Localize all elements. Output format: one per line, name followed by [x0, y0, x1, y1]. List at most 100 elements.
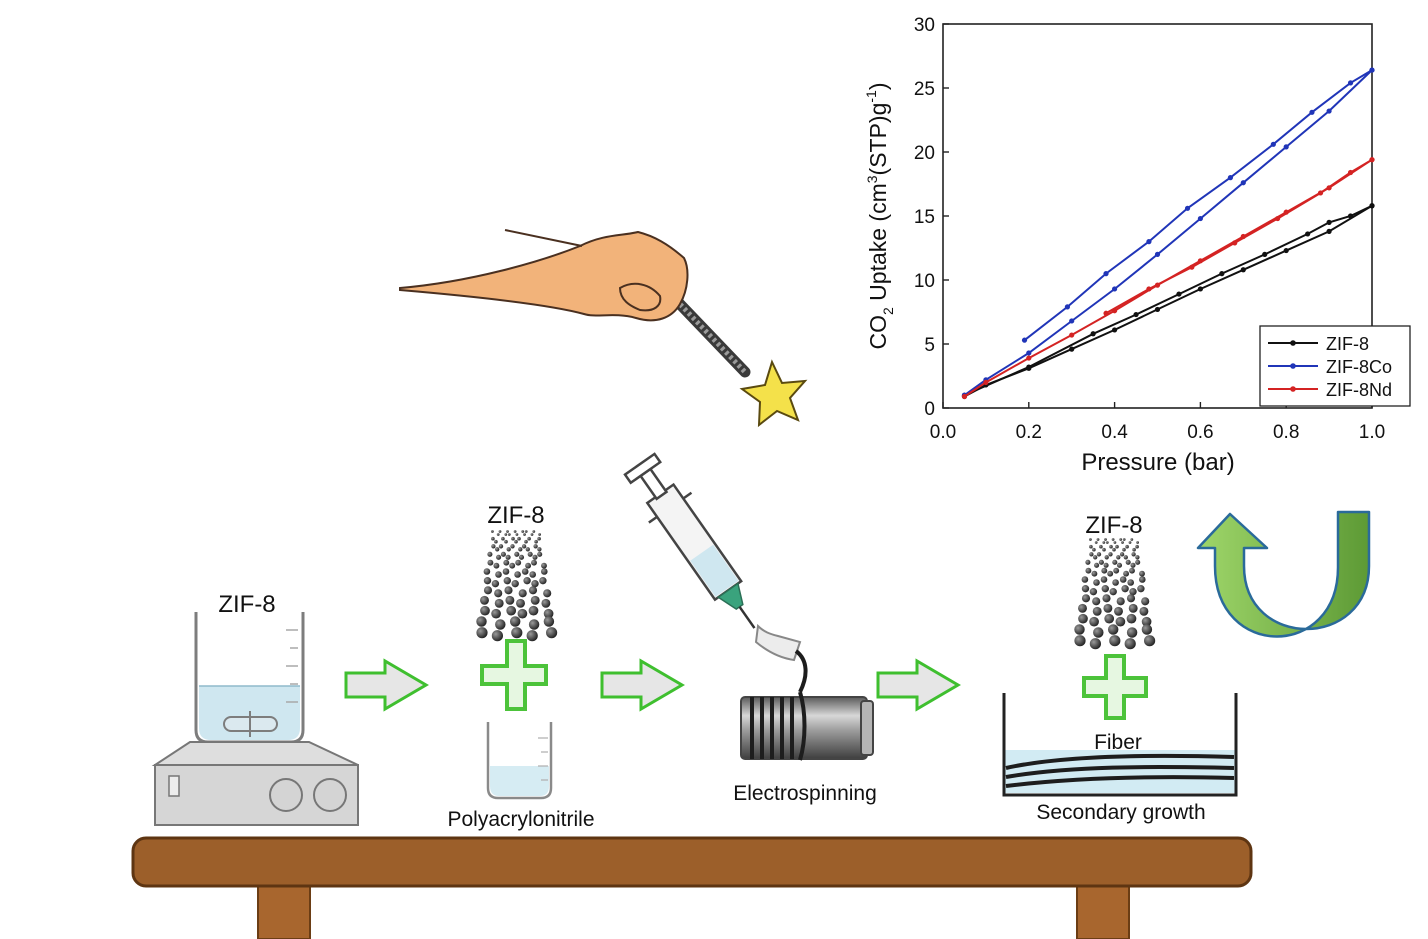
particle: [528, 605, 539, 616]
particle: [1141, 597, 1150, 606]
data-point: [1270, 141, 1276, 147]
data-point: [1026, 364, 1032, 370]
particle: [510, 544, 515, 549]
particle: [1107, 624, 1119, 635]
particle: [1119, 552, 1125, 557]
particle: [1089, 552, 1094, 557]
particle: [1092, 597, 1101, 606]
particle: [476, 627, 488, 639]
data-point: [1184, 205, 1191, 211]
particle: [1094, 562, 1100, 568]
particle: [1108, 552, 1113, 557]
particle: [1127, 579, 1135, 586]
particle-cluster-icon: [1074, 538, 1156, 650]
data-point: [1262, 251, 1268, 257]
particle: [1104, 538, 1107, 541]
particle: [1122, 538, 1126, 541]
particle: [524, 530, 528, 533]
growth-zif-label: ZIF-8: [1085, 512, 1142, 539]
particle: [1112, 547, 1116, 552]
particle: [532, 554, 538, 560]
data-point: [1090, 331, 1096, 337]
particle-cluster-icon: [476, 530, 558, 642]
x-tick-label: 0.8: [1273, 422, 1299, 443]
particle: [1115, 616, 1126, 627]
x-tick-label: 1.0: [1359, 422, 1385, 443]
particle: [1141, 624, 1153, 635]
data-point: [1240, 180, 1246, 186]
particle: [480, 605, 490, 616]
particle: [1093, 555, 1098, 560]
particle: [480, 595, 489, 605]
data-point: [1309, 109, 1315, 115]
polymer-jet: [754, 623, 802, 662]
data-point: [1197, 215, 1203, 222]
secondary-growth-label: Secondary growth: [1036, 801, 1205, 824]
particle: [514, 551, 520, 557]
data-point: [1064, 304, 1071, 310]
particle: [511, 627, 523, 639]
particle: [1102, 547, 1106, 552]
particle: [491, 544, 496, 549]
particle: [543, 608, 554, 619]
particle: [506, 530, 509, 533]
data-point: [1026, 355, 1032, 361]
data-point: [1021, 337, 1028, 343]
particle: [494, 539, 498, 544]
curved-return-arrow: [1196, 510, 1371, 638]
particle: [525, 547, 530, 552]
particle: [533, 544, 538, 549]
data-point: [1347, 169, 1354, 176]
particle: [500, 551, 506, 557]
data-point: [1219, 271, 1225, 277]
particle: [539, 577, 547, 585]
particle: [1129, 567, 1135, 574]
particle: [532, 530, 536, 533]
step-arrow-2: [600, 658, 685, 712]
y-axis-label-part: 3: [864, 175, 880, 183]
particle: [494, 589, 503, 598]
particle: [1101, 585, 1109, 593]
table-top: [131, 836, 1253, 888]
particle: [1119, 538, 1123, 541]
data-point: [1133, 311, 1139, 318]
y-tick-label: 5: [924, 335, 935, 356]
particle: [505, 554, 511, 560]
data-point: [1326, 219, 1332, 225]
particle: [503, 559, 510, 566]
particle: [1096, 538, 1100, 541]
particle: [1138, 576, 1146, 583]
legend-label: ZIF-8: [1326, 334, 1369, 354]
particle: [1139, 606, 1149, 616]
particle: [543, 589, 552, 598]
particle: [1089, 638, 1101, 650]
particle: [487, 551, 493, 557]
particle: [1089, 616, 1099, 627]
data-point: [1103, 271, 1109, 277]
particle: [506, 547, 511, 552]
particle: [514, 539, 518, 544]
pan-label: Polyacrylonitrile: [447, 808, 594, 831]
electrospinning-label: Electrospinning: [733, 782, 877, 805]
y-tick-label: 15: [914, 207, 935, 228]
data-point: [1326, 228, 1332, 234]
data-point: [1305, 231, 1311, 237]
data-point: [1112, 327, 1118, 333]
particle: [521, 568, 529, 575]
data-point: [1283, 247, 1289, 254]
y-axis-label-part: 2: [880, 307, 896, 315]
particle: [1113, 567, 1120, 574]
particle: [540, 568, 548, 575]
particle: [491, 630, 503, 642]
particle: [530, 595, 540, 605]
data-point: [1146, 286, 1152, 292]
particle: [1130, 562, 1136, 568]
stirrer-knob-1: [269, 778, 303, 812]
particle: [1131, 552, 1136, 557]
particle: [521, 530, 525, 533]
particle: [1078, 603, 1087, 613]
particle: [538, 533, 541, 536]
particle: [518, 554, 525, 560]
particle: [1089, 538, 1092, 541]
data-point: [1227, 175, 1234, 181]
